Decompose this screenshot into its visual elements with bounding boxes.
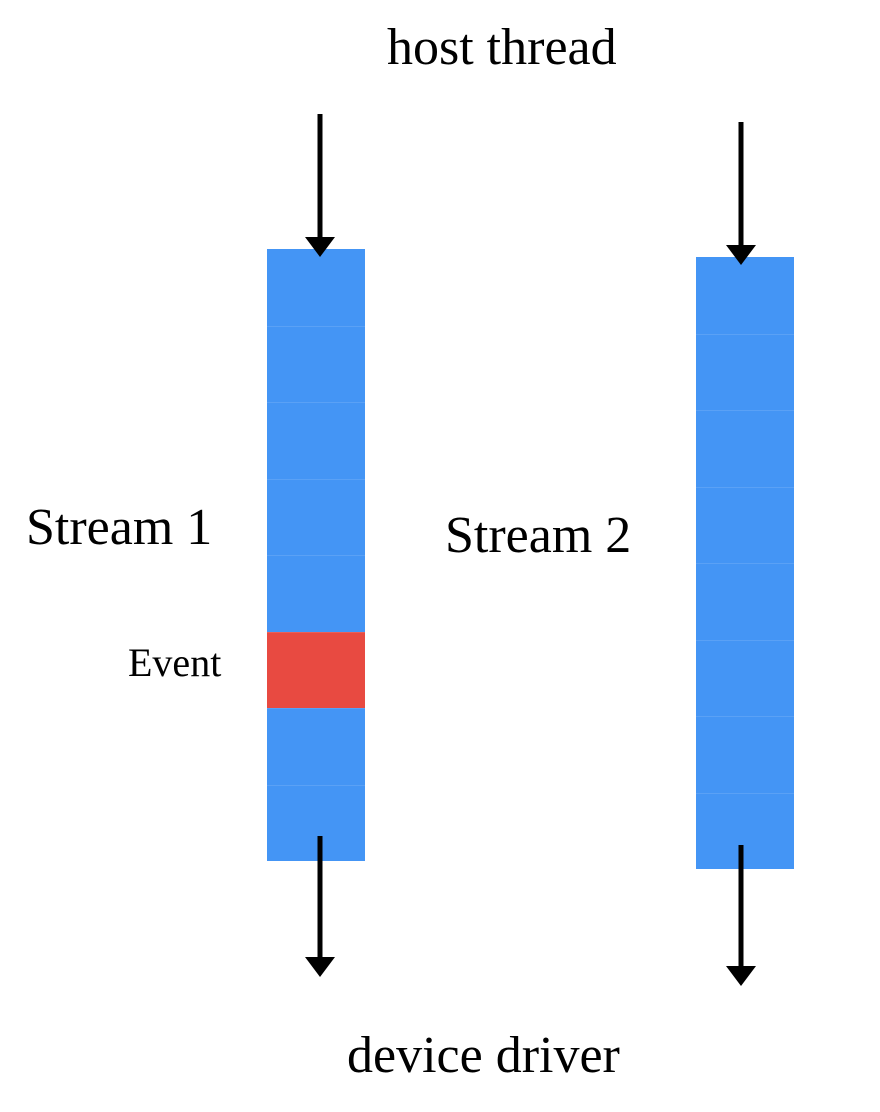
host-thread-label: host thread — [387, 19, 617, 76]
command-slot — [267, 325, 365, 402]
command-slot — [696, 716, 794, 793]
command-slot — [696, 257, 794, 334]
command-slot — [267, 478, 365, 555]
device-driver-label: device driver — [347, 1027, 620, 1084]
stream-1-label: Stream 1 — [26, 499, 213, 556]
command-slot — [267, 708, 365, 785]
command-slot — [267, 784, 365, 861]
command-slot — [696, 333, 794, 410]
command-slot — [267, 249, 365, 326]
command-slot — [696, 563, 794, 640]
command-slot — [267, 402, 365, 479]
command-slot — [696, 639, 794, 716]
command-slot — [696, 410, 794, 487]
event-label: Event — [128, 640, 222, 685]
command-slot — [267, 555, 365, 632]
stream-2-label: Stream 2 — [445, 507, 632, 564]
event-slot — [267, 631, 365, 708]
stream-1-queue — [267, 249, 365, 861]
stream-2-queue — [696, 257, 794, 869]
command-slot — [696, 792, 794, 869]
command-slot — [696, 486, 794, 563]
